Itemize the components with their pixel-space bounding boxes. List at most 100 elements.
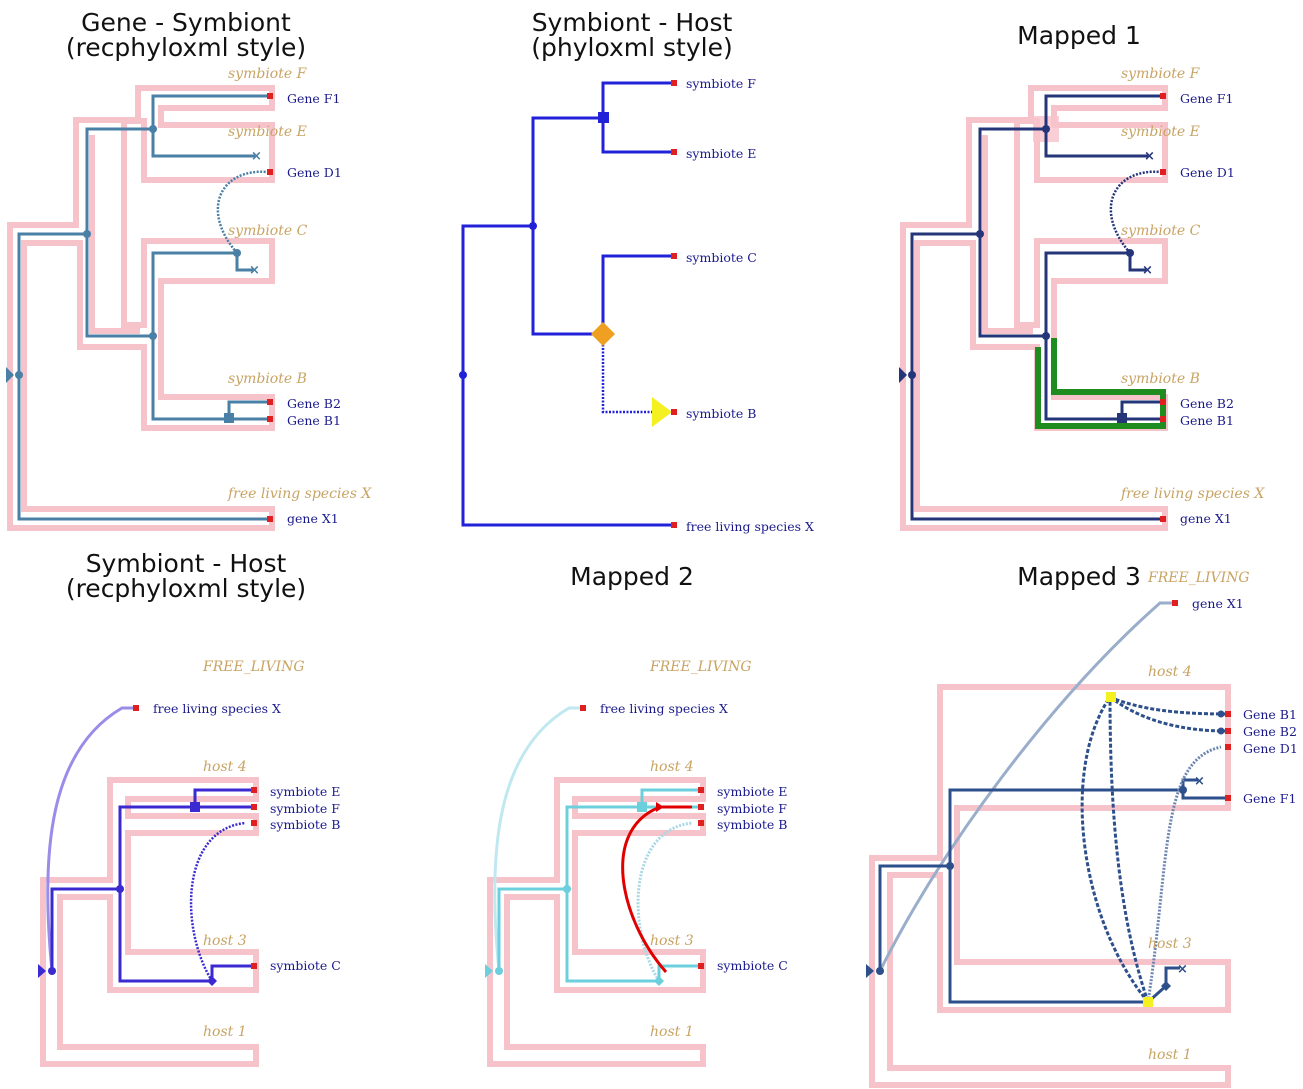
loss-cross-icon: × bbox=[251, 149, 262, 164]
transfer-red-arc bbox=[621, 805, 692, 973]
root-triangle-icon bbox=[899, 367, 907, 383]
panel4-host-free: FREE_LIVING bbox=[202, 659, 305, 675]
panel2-leaf-label: free living species X bbox=[686, 519, 814, 534]
panel3-leaf-label: Gene F1 bbox=[1180, 91, 1233, 106]
panel1-leaf-label: Gene D1 bbox=[287, 165, 342, 180]
panel5-title: Mapped 2 bbox=[570, 562, 694, 591]
panel4-title-line1: Symbiont - Host bbox=[85, 549, 287, 578]
panel5-host-h4: host 4 bbox=[650, 759, 694, 775]
panel6-host-h1: host 1 bbox=[1148, 1047, 1192, 1063]
panel5-host-h1: host 1 bbox=[650, 1024, 694, 1040]
free-living-transfer-arc bbox=[878, 601, 1173, 972]
panel6-host-h4: host 4 bbox=[1148, 664, 1192, 680]
panel6-leaf-label: Gene D1 bbox=[1243, 741, 1298, 756]
diamond-icon bbox=[1161, 981, 1171, 991]
panel1-host-label-X: free living species X bbox=[227, 486, 372, 502]
panel4-leaf-label: symbiote E bbox=[270, 784, 340, 799]
panel6-leaf-label: Gene F1 bbox=[1243, 791, 1296, 806]
panel1-host-label-F: symbiote F bbox=[228, 66, 308, 82]
panel5-leaf-label: symbiote E bbox=[717, 784, 787, 799]
panel5-leaf-label: symbiote B bbox=[717, 817, 787, 832]
panel1-title-line1: Gene - Symbiont bbox=[81, 8, 291, 37]
yellow-triangle-icon bbox=[652, 397, 672, 427]
orange-diamond-icon bbox=[591, 322, 615, 346]
panel5-leaf-label: symbiote F bbox=[717, 801, 787, 816]
panel6: × × FREE_LIVING host 4 host 3 host 1 gen… bbox=[866, 570, 1298, 1088]
panel2-leaf-label: symbiote C bbox=[686, 250, 757, 265]
loss-cross-icon: × bbox=[1177, 962, 1188, 977]
panel3-host-label-X: free living species X bbox=[1120, 486, 1265, 502]
panel5-leaf-label: symbiote C bbox=[717, 958, 788, 973]
panel6-host-free: FREE_LIVING bbox=[1147, 570, 1250, 586]
panel1-host-label-E: symbiote E bbox=[228, 124, 307, 140]
panel1: × × symbiote F symbiote E symbiote C sym… bbox=[6, 66, 372, 531]
panel1-title: Gene - Symbiont (recphyloxml style) bbox=[46, 10, 326, 60]
panel1-host-label-C: symbiote C bbox=[228, 223, 308, 239]
loss-cross-icon: × bbox=[1144, 149, 1155, 164]
panel1-host-label-B: symbiote B bbox=[228, 371, 307, 387]
panel1-leaf-label: Gene B2 bbox=[287, 396, 341, 411]
panel4-host-h3: host 3 bbox=[203, 933, 247, 949]
panel4-leaf-label: symbiote B bbox=[270, 817, 340, 832]
panel2-tree bbox=[461, 81, 672, 527]
panel3-host-label-B: symbiote B bbox=[1121, 371, 1200, 387]
panel4-leaf-label: symbiote C bbox=[270, 958, 341, 973]
loss-yellow-square bbox=[1143, 997, 1153, 1007]
panel3-leaf-label: Gene B2 bbox=[1180, 396, 1234, 411]
panel2-title-line1: Symbiont - Host bbox=[531, 8, 733, 37]
panel6-host-h3: host 3 bbox=[1148, 936, 1192, 952]
panel2: symbiote F symbiote E symbiote C symbiot… bbox=[459, 76, 814, 534]
panel5-host-h3: host 3 bbox=[650, 933, 694, 949]
root-triangle-icon bbox=[6, 367, 14, 383]
panel2-title: Symbiont - Host (phyloxml style) bbox=[492, 10, 772, 60]
panel6-leaf-label: Gene B1 bbox=[1243, 707, 1297, 722]
panel4-title-line2: (recphyloxml style) bbox=[65, 574, 307, 603]
panel1-leaf-label: Gene B1 bbox=[287, 413, 341, 428]
root-triangle-icon bbox=[38, 964, 46, 978]
duplication-icon bbox=[637, 802, 647, 812]
highlight-green-path bbox=[1035, 338, 1166, 429]
panel2-title-line2: (phyloxml style) bbox=[531, 33, 733, 62]
panel5-host-free: FREE_LIVING bbox=[649, 659, 752, 675]
panel3-leaf-label: Gene D1 bbox=[1180, 165, 1235, 180]
panel4-leaf-label: free living species X bbox=[153, 701, 281, 716]
panel4-leaf-label: symbiote F bbox=[270, 801, 340, 816]
panel5: FREE_LIVING host 4 host 3 host 1 free li… bbox=[485, 659, 788, 1067]
root-triangle-icon bbox=[866, 964, 874, 978]
panel3: × × symbiote F symbiote E symbiote C sym… bbox=[899, 66, 1265, 531]
panel5-leaf-label: free living species X bbox=[600, 701, 728, 716]
loss-cross-icon: × bbox=[1194, 774, 1205, 789]
panel3-host-label-E: symbiote E bbox=[1121, 124, 1200, 140]
loss-cross-icon: × bbox=[1142, 263, 1153, 278]
loss-yellow-square bbox=[1106, 692, 1116, 702]
duplication-icon bbox=[598, 112, 609, 123]
free-living-transfer-arc bbox=[46, 706, 136, 972]
panel1-leaf-label: gene X1 bbox=[287, 511, 339, 526]
duplication-icon bbox=[1117, 413, 1127, 423]
panel4-host-h4: host 4 bbox=[203, 759, 247, 775]
diamond-icon bbox=[207, 976, 217, 986]
duplication-icon bbox=[224, 413, 234, 423]
panel2-leaf-label: symbiote F bbox=[686, 76, 756, 91]
panel2-leaf-label: symbiote E bbox=[686, 146, 756, 161]
diamond-icon bbox=[654, 976, 664, 986]
panel2-leaf-label: symbiote B bbox=[686, 406, 756, 421]
panel3-host-label-F: symbiote F bbox=[1121, 66, 1201, 82]
panel4: FREE_LIVING host 4 host 3 host 1 free li… bbox=[38, 659, 341, 1067]
panel4-host-h1: host 1 bbox=[203, 1024, 247, 1040]
panel1-nodes: × × bbox=[6, 125, 262, 423]
root-triangle-icon bbox=[485, 964, 493, 978]
panel3-title: Mapped 1 bbox=[1017, 21, 1141, 50]
loss-cross-icon: × bbox=[249, 263, 260, 278]
panel1-host-tubes bbox=[7, 85, 275, 531]
panel3-leaf-label: Gene B1 bbox=[1180, 413, 1234, 428]
panel1-title-line2: (recphyloxml style) bbox=[65, 33, 307, 62]
duplication-icon bbox=[190, 802, 200, 812]
panel6-leaf-label: Gene B2 bbox=[1243, 724, 1297, 739]
panel2-leaf-marks bbox=[671, 80, 677, 528]
panel1-leaf-label: Gene F1 bbox=[287, 91, 340, 106]
panel3-leaf-label: gene X1 bbox=[1180, 511, 1232, 526]
panel6-title: Mapped 3 bbox=[1017, 562, 1141, 591]
panel3-host-label-C: symbiote C bbox=[1121, 223, 1201, 239]
